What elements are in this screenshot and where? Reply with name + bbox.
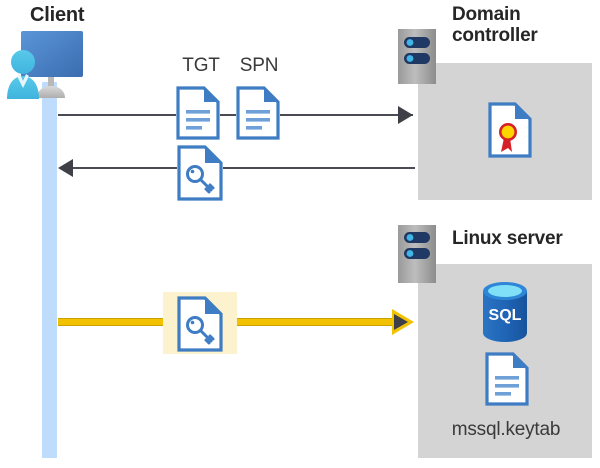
svg-text:SQL: SQL [489, 307, 522, 324]
request-flow-line [58, 114, 413, 116]
page-title-client: Client [30, 4, 85, 26]
authenticate-flow-arrowhead [392, 309, 414, 335]
response-flow-line [72, 167, 415, 169]
request-flow-arrowhead [398, 106, 413, 124]
client-lifeline [42, 82, 57, 458]
spn-document-icon [236, 86, 280, 140]
label-spn: SPN [239, 55, 279, 76]
authenticate-flow-line-right [232, 318, 394, 326]
service-ticket-document-key-icon [177, 145, 223, 201]
linux-server-rack-icon [398, 225, 436, 283]
domain-controller-title-line-1: Domain [452, 4, 521, 25]
sql-database-icon: SQL [480, 282, 530, 344]
domain-controller-server-rack-icon [398, 29, 436, 84]
response-flow-arrowhead [58, 159, 73, 177]
client-workstation-icon [4, 28, 96, 100]
label-tgt: TGT [182, 55, 220, 76]
client-ticket-document-key-icon [177, 296, 223, 352]
certificate-document-icon [488, 102, 532, 158]
tgt-document-icon [176, 86, 220, 140]
label-keytab-file: mssql.keytab [451, 419, 561, 440]
keytab-document-icon [485, 352, 529, 406]
page-title-linux-server: Linux server [452, 228, 563, 249]
authenticate-flow-line-left [58, 318, 168, 326]
domain-controller-title-line-2: controller [452, 25, 538, 47]
page-title-domain-controller: Domain controller [452, 4, 592, 47]
